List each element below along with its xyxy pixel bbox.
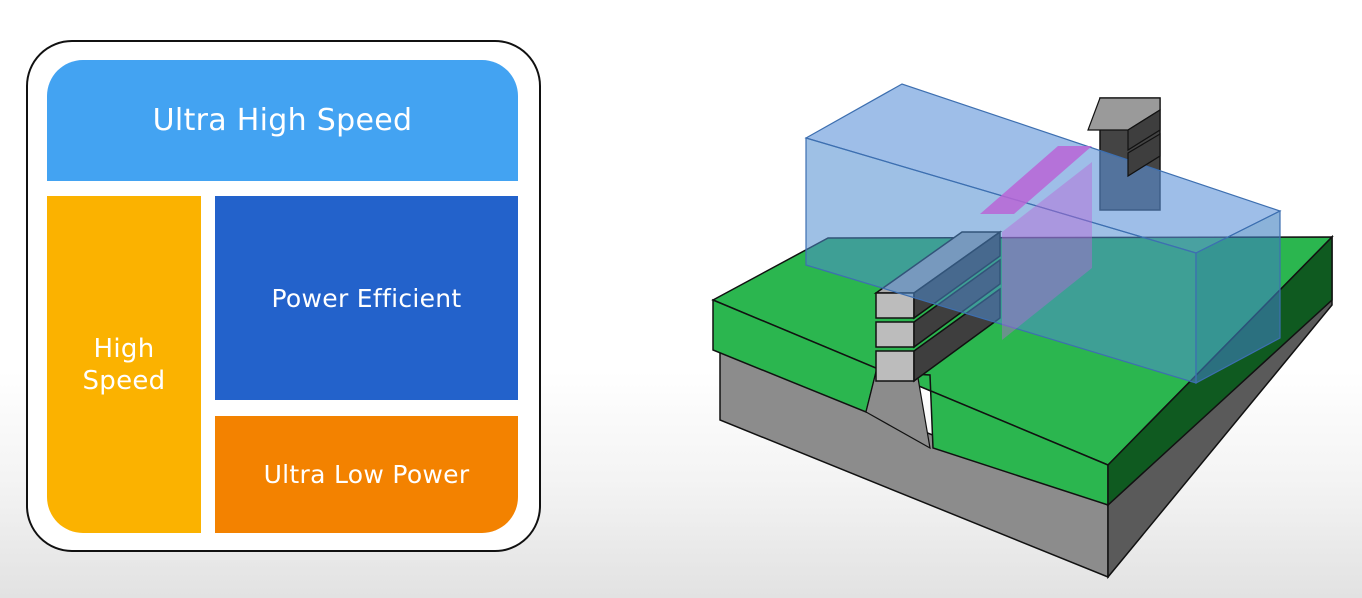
high-speed-label: High Speed	[82, 333, 166, 396]
channel-region	[980, 146, 1092, 340]
ultra-low-power-label: Ultra Low Power	[263, 460, 470, 489]
ultra-low-power-block: Ultra Low Power	[215, 416, 518, 533]
gate-bar	[1087, 97, 1161, 178]
ultra-high-speed-block: Ultra High Speed	[47, 60, 518, 181]
high-speed-block: High Speed	[47, 196, 201, 533]
ultra-high-speed-label: Ultra High Speed	[152, 103, 413, 138]
power-efficient-block: Power Efficient	[215, 196, 518, 400]
power-efficient-label: Power Efficient	[271, 283, 462, 313]
